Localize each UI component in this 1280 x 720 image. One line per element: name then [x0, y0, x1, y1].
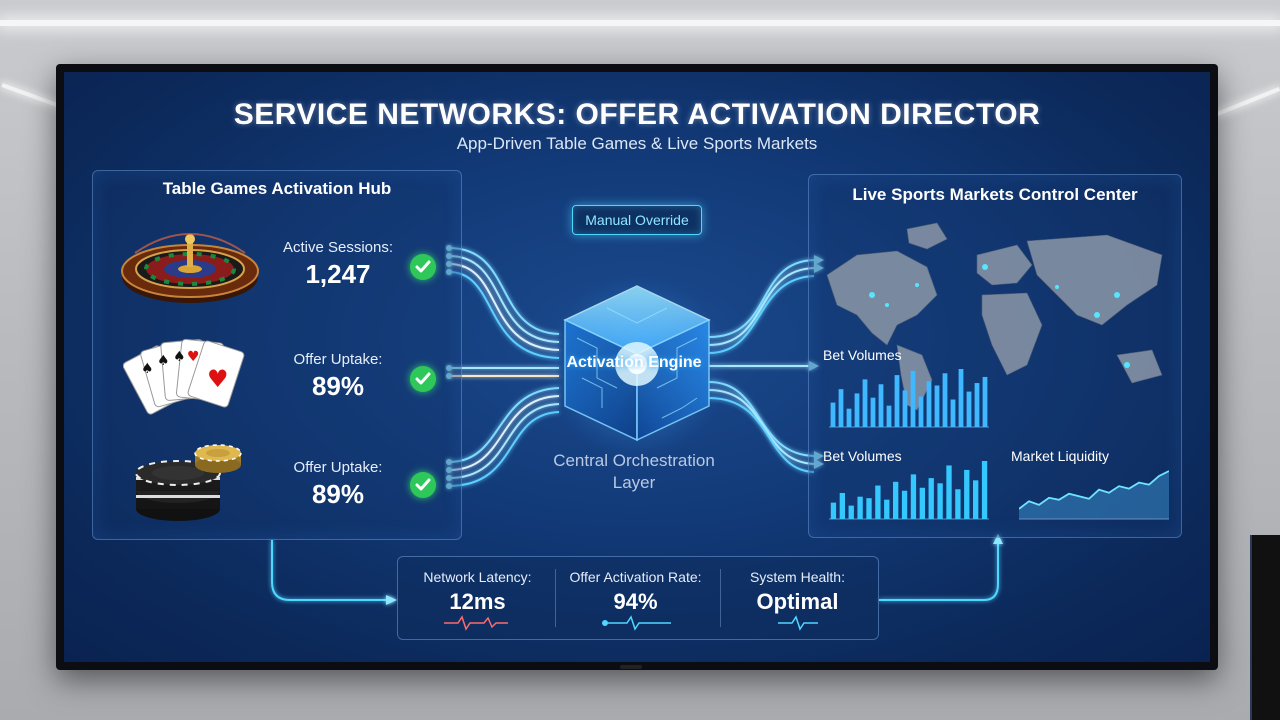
divider [720, 569, 721, 627]
roulette-wheel-icon [121, 233, 259, 303]
divider [555, 569, 556, 627]
stat-label-offer-uptake-2: Offer Uptake: [293, 459, 383, 476]
map-bet-volumes-label: Bet Volumes [823, 347, 902, 363]
chart-bar [893, 481, 899, 519]
chart-bar [946, 465, 952, 519]
pulse-icon [602, 615, 671, 631]
side-cabinet [1250, 535, 1280, 720]
chart-bar [966, 391, 972, 427]
chart-bar [846, 408, 852, 427]
stat-value-offer-uptake: 89% [311, 371, 365, 401]
stat-label-active-sessions: Active Sessions: [282, 239, 394, 256]
chart-bar [981, 461, 988, 519]
chart-bar [884, 499, 890, 519]
map-bet-volumes-chart [829, 369, 989, 428]
chart-bar [838, 389, 844, 427]
market-liquidity-chart [1019, 470, 1169, 520]
stat-label-offer-uptake: Offer Uptake: [293, 351, 383, 368]
chart-bar [958, 369, 964, 427]
svg-text:♠: ♠ [141, 361, 154, 377]
chart-bar [942, 373, 948, 427]
dashboard-screen: SERVICE NETWORKS: OFFER ACTIVATION DIREC… [64, 72, 1210, 662]
chart-bar [857, 496, 863, 519]
chart-bar [934, 385, 940, 427]
manual-override-button[interactable]: Manual Override [572, 205, 702, 235]
stat-value-active-sessions: 1,247 [305, 259, 371, 289]
activation-engine-cube-icon [545, 276, 729, 460]
chart-bar [974, 383, 980, 427]
chart-bar [950, 399, 956, 427]
metric-label-network-latency: Network Latency: [423, 569, 532, 585]
chart-bar [870, 397, 876, 427]
central-orchestration-line-2: Layer [612, 473, 656, 492]
stat-value-offer-uptake-2: 89% [311, 479, 365, 509]
chart-bar [839, 492, 845, 519]
chart-bar [830, 502, 837, 519]
check-icon [410, 366, 436, 392]
chart-bar [910, 474, 917, 519]
svg-text:♠: ♠ [157, 353, 170, 369]
chart-bar [886, 405, 892, 427]
chart-bar [955, 489, 961, 519]
metric-label-system-health: System Health: [750, 569, 845, 585]
table-games-panel: Table Games Activation Hub Active Sessio… [92, 170, 462, 540]
dashboard-title: SERVICE NETWORKS: OFFER ACTIVATION DIREC… [233, 98, 1041, 131]
world-map-icon [826, 222, 1163, 411]
activation-engine-label: Activation Engine [566, 354, 702, 371]
chart-bar [910, 370, 916, 427]
check-icon [410, 254, 436, 280]
svg-text:♠: ♠ [173, 349, 186, 365]
wall-light-right [1213, 87, 1280, 117]
poker-chips-icon [135, 444, 242, 521]
tv-indicator [620, 665, 642, 669]
chart-bar [830, 402, 836, 427]
chart-bar [875, 485, 881, 519]
system-metrics-panel: Network Latency: 12ms Offer Activation R… [397, 556, 879, 640]
check-icon [410, 472, 436, 498]
chart-bar [926, 381, 932, 427]
chart-bar [862, 379, 868, 427]
chart-bar [901, 490, 908, 519]
sports-markets-panel: Live Sports Markets Control Center [808, 174, 1182, 538]
metric-value-network-latency: 12ms [449, 589, 506, 614]
chart-bar [937, 483, 943, 519]
connection-lines [271, 245, 1003, 605]
svg-text:♥: ♥ [207, 365, 229, 393]
bet-volumes-chart [829, 461, 989, 520]
pulse-icon [778, 615, 818, 631]
bet-volumes-label: Bet Volumes [823, 448, 902, 464]
chart-bar [894, 375, 900, 427]
chart-bar [902, 390, 908, 427]
chart-bar [919, 487, 925, 519]
dashboard-subtitle: App-Driven Table Games & Live Sports Mar… [456, 134, 818, 153]
chart-bar [848, 505, 854, 519]
central-orchestration-label: Central Orchestration Layer [524, 450, 744, 494]
chart-bar [878, 384, 884, 427]
chart-line [1019, 470, 1169, 510]
sports-markets-title: Live Sports Markets Control Center [852, 185, 1138, 204]
chart-bar [928, 478, 934, 519]
metric-value-offer-activation-rate: 94% [613, 589, 658, 614]
table-games-title: Table Games Activation Hub [162, 179, 392, 198]
chart-bar [973, 480, 979, 519]
chart-bar [866, 498, 872, 519]
chart-bar [982, 376, 988, 427]
playing-cards-icon: ♠ ♠ ♠ ♥ ♥ [123, 338, 245, 415]
metric-label-offer-activation-rate: Offer Activation Rate: [569, 569, 702, 585]
svg-text:♥: ♥ [187, 349, 200, 365]
metric-value-system-health: Optimal [756, 589, 839, 614]
ceiling-light-strip [0, 20, 1280, 26]
chart-bar [964, 469, 970, 519]
market-liquidity-label: Market Liquidity [1011, 448, 1110, 464]
chart-bar [854, 393, 860, 427]
chart-bar [918, 396, 924, 427]
pulse-icon [444, 615, 508, 631]
central-orchestration-line-1: Central Orchestration [553, 451, 715, 470]
